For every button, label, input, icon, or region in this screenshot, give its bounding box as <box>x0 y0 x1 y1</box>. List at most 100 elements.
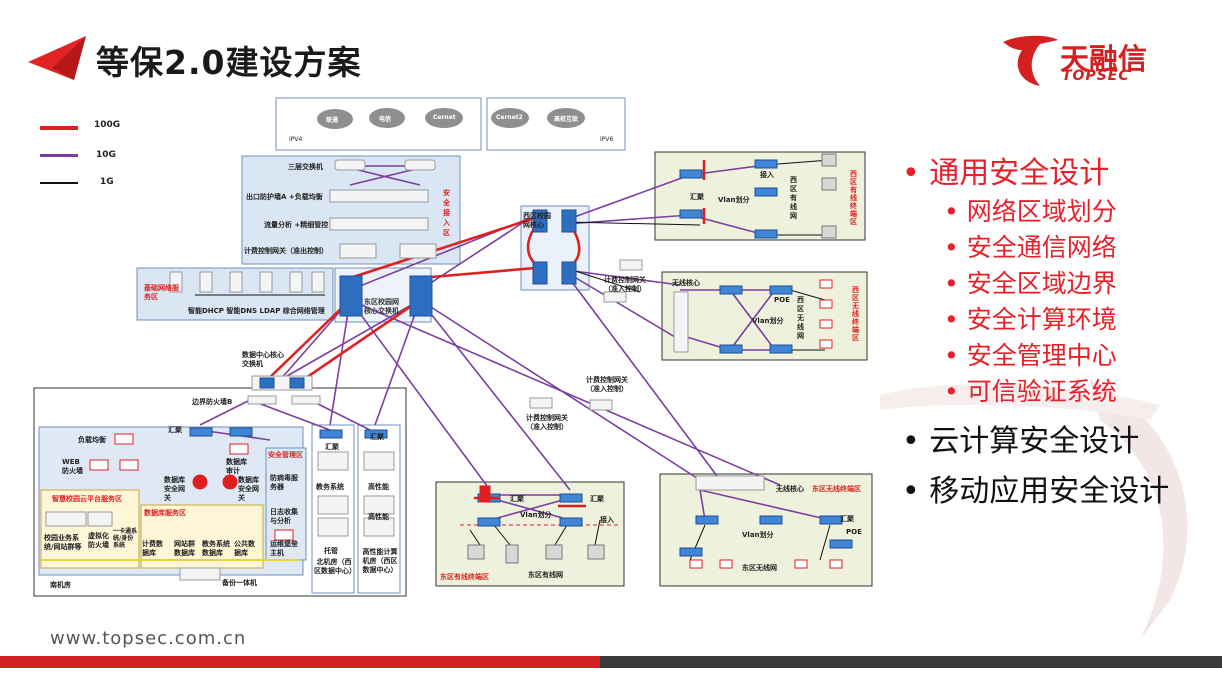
west-wireless-zone-label: 西区无线终端区 <box>852 286 859 342</box>
edu-db-label: 教务系统数据库 <box>202 540 230 557</box>
bullet-text: 云计算安全设计 <box>929 424 1140 459</box>
pc-icon <box>821 177 837 191</box>
switch-icon <box>695 515 719 525</box>
security-device-icons <box>89 279 843 569</box>
footer-bar-dark <box>600 656 1222 668</box>
billing-in-label-3: 计费控制网关（准入控制） <box>526 414 568 431</box>
west-wireless-poe-label: POE <box>774 296 790 304</box>
rack-icon <box>317 451 349 471</box>
terminal-icons <box>467 153 837 564</box>
ipv6-label: IPV6 <box>600 136 614 143</box>
west-core-switch-icon <box>532 209 548 233</box>
west-core-switch-icon <box>532 261 548 285</box>
ap-icon <box>819 319 833 329</box>
server-rack-icon <box>45 511 87 527</box>
switch-icon <box>679 209 703 219</box>
legend-swatch-1g <box>40 182 78 184</box>
rack-icon <box>363 495 395 515</box>
bastion-label: 运维堡垒主机 <box>270 540 298 557</box>
basic-services-label: 基础网络服务区 <box>144 284 179 301</box>
billing-gateway-icon <box>603 291 627 303</box>
north-agg-label: 汇聚 <box>325 443 339 451</box>
footer-url: www.topsec.com.cn <box>50 628 247 649</box>
bullet-text: 安全计算环境 <box>966 305 1117 334</box>
cloud-label-cernet2: Cernet2 <box>496 114 523 121</box>
east-wired-agg1-label: 汇聚 <box>510 495 524 503</box>
db-gw-label-2: 数据库安全网关 <box>238 476 259 502</box>
cloud-label-uni-link: 高校互联 <box>554 116 579 123</box>
bullet-item-compute: • 安全计算环境 <box>944 300 1117 336</box>
west-wired-access-label: 接入 <box>760 171 774 179</box>
west-wired-zone-label: 西区有线终端区 <box>850 170 857 226</box>
mgmt-zone <box>265 447 307 561</box>
server-icon <box>229 271 243 293</box>
legend-label-100g: 100G <box>94 120 121 130</box>
bullet-item-general: • 通用安全设计 <box>902 148 1109 192</box>
bullet-text: 安全区域边界 <box>966 269 1117 298</box>
printer-icon <box>587 544 605 560</box>
bullet-dot: • <box>902 474 930 509</box>
load-balancer-icon <box>114 433 134 445</box>
logo-text-cn: 天融信 <box>1060 42 1148 76</box>
west-wired-net-label: 西区有线网 <box>790 176 797 220</box>
west-core-switch-icon <box>561 261 577 285</box>
bullet-text: 移动应用安全设计 <box>929 474 1170 509</box>
south-agg-label: 汇聚 <box>168 426 182 434</box>
bullet-item-zones: • 网络区域划分 <box>944 192 1117 228</box>
billing-in-label-2: 计费控制网关（准入控制） <box>586 376 628 393</box>
cut-marks <box>474 160 706 508</box>
cloud-zone-label: 智慧校园云平台服务区 <box>52 495 122 503</box>
switch-icon <box>759 515 783 525</box>
east-core-switch-icon <box>409 275 433 317</box>
switch-icon <box>229 427 253 437</box>
west-wireless-zone <box>661 271 868 361</box>
rack-icon <box>317 517 349 537</box>
server-icon <box>169 271 183 293</box>
west-core-label: 西区校园网核心 <box>523 212 551 229</box>
bastion-icon <box>274 529 294 541</box>
east-wired-zone <box>435 481 625 587</box>
dc-core-module-icon <box>259 377 275 389</box>
waf-label: WEB防火墙 <box>62 458 83 475</box>
east-wired-agg2-label: 汇聚 <box>590 495 604 503</box>
switch-icon <box>719 344 743 354</box>
calc-db-label: 计费数据库 <box>142 540 163 557</box>
east-wireless-net-label: 东区无线网 <box>742 564 777 572</box>
switch-icon <box>679 169 703 179</box>
hpc-label-2: 高性能 <box>368 513 389 521</box>
virt-fw-label: 虚拟化防火墙 <box>88 532 109 549</box>
cloud-label-telecom: 电信 <box>379 116 392 123</box>
switch-icon <box>754 187 778 197</box>
bullet-item-border: • 安全区域边界 <box>944 264 1117 300</box>
ap-icon <box>829 559 843 569</box>
cloud-service-zone <box>40 489 140 569</box>
waf-icon <box>89 459 109 471</box>
bullet-text: 安全通信网络 <box>966 233 1117 262</box>
border-firewall-icon <box>247 395 277 405</box>
billing-gateway-icon <box>529 397 553 409</box>
wireless-core-icon <box>695 475 765 491</box>
bullet-dot: • <box>944 377 967 406</box>
firewall-appliance-icon <box>329 189 429 203</box>
ap-icon <box>819 279 833 289</box>
bullet-dot: • <box>902 156 930 191</box>
east-core-switch-icon <box>339 275 363 317</box>
cloud-icons <box>317 108 585 129</box>
west-wired-agg-label: 汇聚 <box>690 193 704 201</box>
switch-icon <box>679 547 703 557</box>
switch-icon <box>754 159 778 169</box>
bullet-dot: • <box>944 233 967 262</box>
bullet-dot: • <box>944 305 967 334</box>
cloud-icon <box>547 108 585 128</box>
east-wireless-poe-label: POE <box>846 528 862 536</box>
db-audit-icon <box>229 443 249 455</box>
backup-label: 备份一体机 <box>222 579 257 587</box>
cloud-icon <box>491 108 529 128</box>
logo-text-en: TOPSEC <box>1062 68 1130 84</box>
cloud-label-unicom: 联通 <box>326 117 339 124</box>
switch-icon <box>189 427 213 437</box>
border-fw-label: 边界防火墙B <box>192 398 233 406</box>
bullet-dot: • <box>944 197 967 226</box>
core-switch-icons <box>259 209 577 389</box>
